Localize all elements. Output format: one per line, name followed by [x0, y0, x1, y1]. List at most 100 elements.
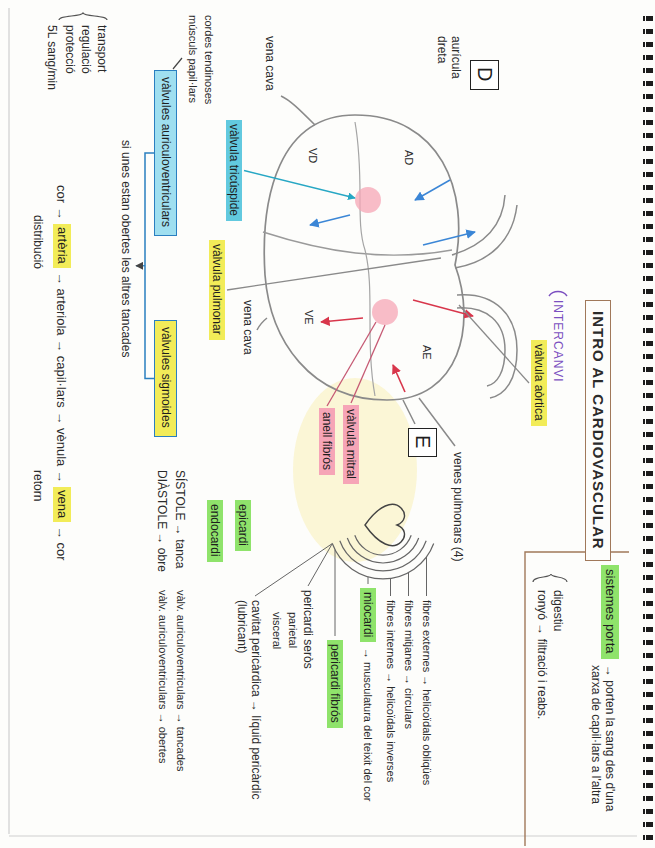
blood-flow-arrow: [321, 318, 363, 322]
leader-line: [390, 578, 391, 596]
heart-outline: [264, 115, 464, 400]
valve-highlight: vàlvula pulmonar: [209, 240, 225, 340]
heart-wall-layers: [332, 535, 433, 579]
layer-highlight: miocardi: [360, 588, 376, 642]
node-text: vàlvules sigmoides: [159, 327, 173, 428]
note-text: retorn: [31, 470, 45, 501]
spiral-binding: [643, 14, 653, 840]
vessel-highlight: artèria: [53, 224, 71, 268]
blood-flow-arrow: [423, 232, 475, 245]
section-label: INTERCANVI: [551, 300, 565, 383]
part-label: músculs papil·lars: [186, 15, 199, 103]
part-label: parietal: [286, 612, 299, 648]
node-text: vàlvula aòrtica: [532, 344, 546, 421]
vena-cava-vessel: [257, 96, 315, 330]
note-text: vàlv. auriculoventriculars → obertes: [156, 590, 169, 763]
blood-flow-arrow: [310, 215, 350, 225]
chamber-label: VE: [302, 310, 315, 325]
chamber-label: AD: [402, 150, 415, 165]
valve-highlight: vàlvula tricúspide: [226, 120, 242, 221]
note-text: fibres internes → helicoïdals inverses: [384, 600, 397, 782]
chamber-label: VD: [306, 148, 319, 163]
node-text: vàlvula pulmonar: [210, 244, 224, 335]
valve-highlight: vàlvula aòrtica: [531, 340, 547, 426]
note-text: digestiu: [551, 590, 565, 631]
node-text: E: [411, 435, 435, 448]
blood-flow-arrow: [413, 300, 473, 316]
note-text: → musculatura del teixit del cor: [361, 648, 374, 801]
node-text: vena: [54, 490, 70, 518]
node-text: pericardi fibrós: [328, 644, 342, 723]
valve-mark: [372, 299, 398, 325]
node-text: vàlvules auriculoventriculars: [159, 77, 173, 227]
node-text: artèria: [54, 227, 70, 264]
part-label: pericardi seròs: [301, 590, 315, 669]
bracket: [549, 292, 567, 297]
note-text: regulació: [79, 25, 93, 74]
note-text: → porten la sang des d'una xarxa de capi…: [588, 665, 617, 835]
part-label: venes pulmonars (4): [451, 452, 465, 561]
layer-highlight: endocardi: [207, 500, 223, 562]
note-text: transport: [95, 25, 109, 72]
chain-text: → cor: [53, 526, 69, 561]
page-title: INTRO AL CARDIOVASCULAR: [585, 300, 611, 561]
part-label: cordes tendinoses: [202, 15, 215, 104]
brace: [59, 13, 107, 20]
brace: [533, 574, 567, 582]
note-text: ronyó → filtració i reabs.: [535, 590, 549, 719]
valve-highlight: vàlvula mitral: [343, 405, 359, 484]
node-text: vàlvula tricúspide: [227, 124, 241, 216]
valve-group-box: vàlvules auriculoventriculars: [154, 70, 177, 236]
layer-highlight: epicardi: [235, 500, 251, 551]
bracket-connector: [145, 153, 154, 379]
leader-line: [244, 171, 355, 199]
leader-line: [308, 544, 332, 586]
note-text: fibres mitjanes → circulars: [402, 600, 415, 729]
vessel-highlight: vena: [53, 487, 71, 522]
note-text: SÍSTOLE → tanca: [173, 470, 187, 569]
leader-line: [459, 305, 529, 383]
leader-line: [426, 557, 427, 596]
leader-line: [227, 258, 441, 290]
pulmonary-trunk: [452, 195, 517, 268]
node-text: anell fibrós: [320, 412, 334, 470]
layer-highlight: pericardi fibrós: [327, 640, 343, 728]
node-text: sistemes porta: [602, 569, 618, 654]
leader-line: [136, 265, 145, 266]
valve-group-box: vàlvules sigmoides: [154, 320, 177, 437]
node-text: vàlvula mitral: [344, 409, 358, 479]
note-frame: [525, 552, 629, 846]
note-text: fibres externes → helicoïdals obliqües: [420, 600, 433, 785]
leader-line: [327, 322, 376, 406]
node-text: epicardi: [236, 504, 250, 546]
note-text: protecció: [63, 25, 77, 74]
heart-septum: [263, 232, 452, 255]
note-text: distribució: [31, 215, 45, 269]
part-label: aurícula dreta: [434, 36, 463, 108]
note-text: cavitat pericàrdica → líquid pericàrdic …: [234, 600, 263, 825]
note-text: vàlv. auriculoventriculars → tancades: [174, 590, 187, 771]
heart-icon: [365, 504, 404, 545]
node-text: miocardi: [361, 592, 375, 637]
aorta-vessel: [457, 295, 517, 398]
part-label: visceral: [270, 612, 283, 649]
note-text: si unes estan obertes les altres tancade…: [119, 140, 133, 357]
node-text: endocardi: [208, 504, 222, 557]
valve-mark: [355, 187, 381, 213]
part-label: vena cava: [241, 300, 255, 355]
leader-line: [368, 577, 369, 584]
blood-flow-arrow: [415, 180, 450, 200]
page-edge: [9, 8, 637, 836]
side-letter-box: E: [408, 428, 437, 457]
note-text: DIÀSTOLE → obre: [155, 470, 169, 572]
valve-highlight: anell fibrós: [319, 408, 335, 475]
highlight-box: sistemes porta: [601, 565, 619, 659]
chain-text: → arteriola → capil·lars → vènula →: [53, 272, 69, 483]
chamber-label: AE: [420, 345, 433, 360]
side-letter-box: D: [470, 60, 499, 90]
node-text: D: [473, 67, 497, 81]
blood-flow-arrow: [393, 365, 405, 392]
leader-line: [335, 550, 336, 636]
